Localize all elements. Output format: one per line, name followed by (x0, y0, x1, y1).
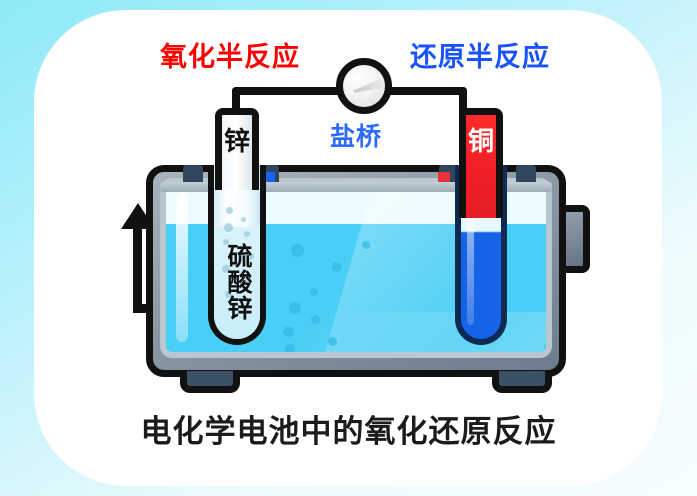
galvanometer-icon (336, 58, 392, 114)
left-tube-solution (214, 227, 260, 339)
bubble (223, 239, 229, 245)
bubble (311, 315, 320, 324)
bubble (310, 288, 318, 296)
bubble (328, 337, 337, 346)
reduction-half-reaction-label: 还原半反应 (410, 42, 550, 72)
bubble (362, 241, 370, 249)
bubble (241, 217, 246, 222)
bubble (225, 291, 232, 298)
lid-bar (160, 182, 552, 192)
glass-reflection-bottom (285, 312, 546, 352)
circuit-wire-right (459, 87, 467, 123)
bubble (285, 344, 295, 352)
bubble (244, 231, 250, 237)
copper-electrode: 铜 (459, 108, 503, 218)
bubble (283, 326, 294, 337)
zinc-electrode-label: 锌 (223, 126, 250, 156)
bubble (222, 265, 230, 273)
bubble (245, 277, 250, 282)
circuit-wire-left (232, 87, 240, 123)
lid-tab-accent-red (438, 172, 450, 182)
casing-foot-left (180, 371, 240, 393)
right-tube-reflection (467, 205, 474, 325)
bubble (247, 253, 254, 260)
glass-reflection-left (176, 192, 188, 342)
arrow-shaft-vertical (133, 221, 142, 313)
bubble (224, 223, 233, 232)
page-title: 电化学电池中的氧化还原反应 (140, 414, 557, 449)
left-solution-label: 硫酸锌 (224, 243, 252, 321)
casing-foot-right (492, 371, 552, 393)
lid-tab-accent-blue (261, 172, 275, 183)
copper-electrode-label: 铜 (467, 126, 494, 156)
zinc-electrode: 锌 (215, 108, 259, 190)
bubble (289, 302, 301, 314)
bubble (332, 262, 342, 272)
salt-bridge-label: 盐桥 (330, 123, 383, 151)
oxidation-half-reaction-label: 氧化半反应 (160, 42, 300, 72)
meter-needle-icon (353, 79, 384, 96)
bubble (291, 244, 304, 257)
bubble (226, 207, 233, 214)
left-test-tube: 硫酸锌 (208, 165, 266, 345)
